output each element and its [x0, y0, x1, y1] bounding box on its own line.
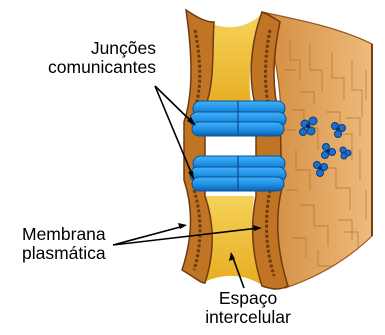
- plasma-membrane-label: Membrana plasmática: [22, 225, 106, 263]
- left-plasma-membrane: [182, 10, 214, 283]
- gap-junctions-label: Junções comunicantes: [48, 39, 156, 77]
- intercellular-space-label: Espaço intercelular: [173, 289, 323, 327]
- connexon-group-lower: [190, 156, 286, 191]
- connexon-group-upper: [190, 101, 286, 136]
- leader-membrane-left: [113, 226, 184, 245]
